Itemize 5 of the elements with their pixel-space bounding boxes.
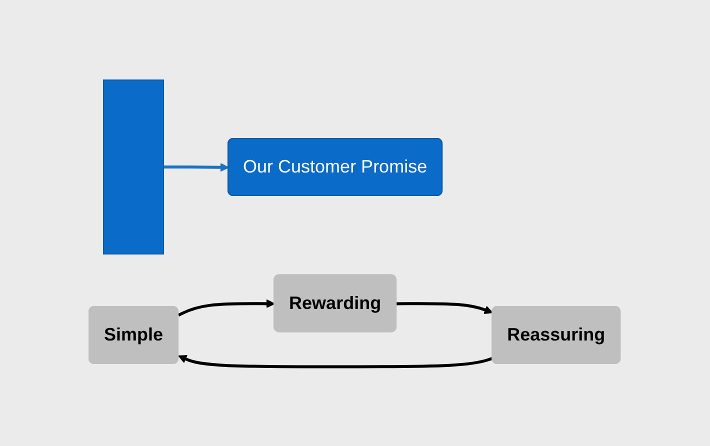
node-bar (103, 79, 164, 254)
arrow (178, 298, 276, 316)
arrow (178, 354, 494, 368)
arrow (164, 162, 230, 172)
arrow (396, 302, 494, 314)
